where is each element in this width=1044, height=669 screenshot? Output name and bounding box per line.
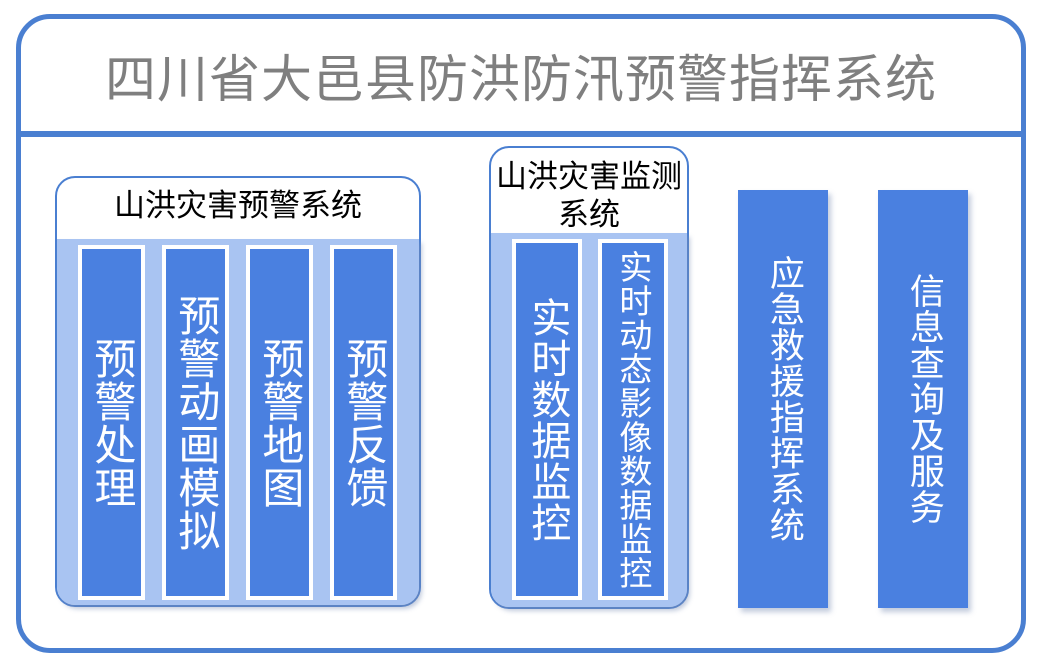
module-warning-processing-label: 预警处理 (87, 336, 137, 509)
module-realtime-data-monitoring-label: 实时数据监控 (524, 296, 571, 543)
module-warning-map[interactable]: 预警地图 (246, 245, 313, 600)
module-emergency-rescue-command-system-label: 应急救援指挥系统 (763, 255, 804, 543)
module-warning-feedback[interactable]: 预警反馈 (330, 245, 397, 600)
module-info-query-and-service[interactable]: 信息查询及服务 (878, 190, 968, 608)
module-warning-processing[interactable]: 预警处理 (78, 245, 145, 600)
module-realtime-dynamic-image-data-monitoring-label: 实时动态影像数据监控 (613, 249, 653, 590)
module-realtime-data-monitoring[interactable]: 实时数据监控 (512, 239, 582, 600)
panel-warning-system-title: 山洪灾害预警系统 (114, 188, 362, 224)
module-warning-animation-simulation-label: 预警动画模拟 (171, 293, 221, 552)
module-warning-feedback-label: 预警反馈 (339, 336, 389, 509)
header-divider (21, 131, 1021, 137)
module-warning-map-label: 预警地图 (255, 336, 305, 509)
module-emergency-rescue-command-system[interactable]: 应急救援指挥系统 (738, 190, 828, 608)
page-title: 四川省大邑县防洪防汛预警指挥系统 (104, 51, 937, 110)
module-info-query-and-service-label: 信息查询及服务 (903, 273, 944, 525)
module-warning-animation-simulation[interactable]: 预警动画模拟 (162, 245, 229, 600)
panel-monitoring-system-title: 山洪灾害监测系统 (496, 159, 682, 233)
module-realtime-dynamic-image-data-monitoring[interactable]: 实时动态影像数据监控 (598, 239, 668, 600)
